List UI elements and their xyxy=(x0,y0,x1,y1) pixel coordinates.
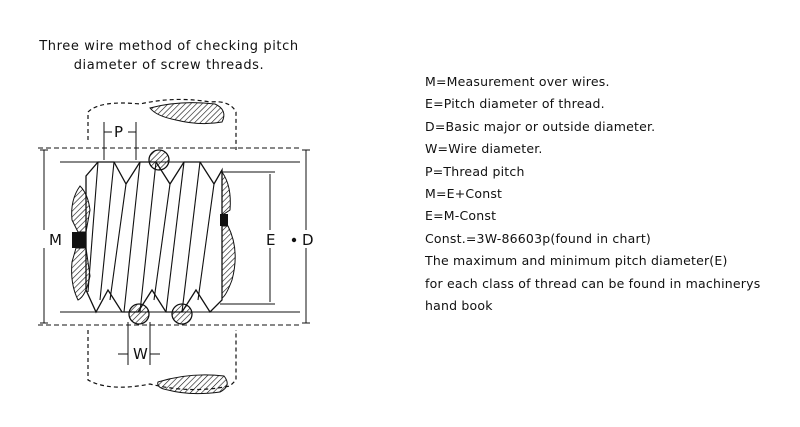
e-label-bg xyxy=(262,230,280,248)
top-wire xyxy=(148,149,170,171)
bottom-wire-left xyxy=(128,303,150,325)
title-line-2: diameter of screw threads. xyxy=(73,58,265,73)
legend-item: E=M-Const xyxy=(425,208,497,224)
legend-item: P=Thread pitch xyxy=(425,163,525,179)
right-section-hatch-lower xyxy=(221,225,236,299)
top-dashed-profile-hatch xyxy=(149,102,225,125)
d-label-bg xyxy=(298,230,316,248)
legend-item: D=Basic major or outside diameter. xyxy=(425,118,656,134)
legend-item: E=Pitch diameter of thread. xyxy=(425,96,605,112)
thread-flanks xyxy=(87,161,215,313)
left-section-hatch-lower xyxy=(71,247,91,301)
d-label: D xyxy=(302,231,314,249)
legend-item: hand book xyxy=(425,298,493,314)
w-label: W xyxy=(133,345,148,363)
top-dashed-profile xyxy=(87,98,237,150)
right-section-hatch xyxy=(221,170,231,215)
centre-dot xyxy=(291,237,297,243)
m-label-bg xyxy=(38,230,56,248)
p-label: P xyxy=(114,123,123,141)
legend-item: M=E+Const xyxy=(425,186,503,202)
legend-list: M=Measurement over wires. E=Pitch diamet… xyxy=(425,71,795,317)
m-label: M xyxy=(49,231,62,249)
right-wire-contact xyxy=(220,214,228,226)
bottom-wire-right xyxy=(171,303,193,325)
legend-item: The maximum and minimum pitch diameter(E… xyxy=(425,253,728,269)
legend-item: M=Measurement over wires. xyxy=(425,74,610,89)
legend-item: Const.=3W-86603p(found in chart) xyxy=(425,230,651,246)
diagram-title: Three wire method of checking pitch diam… xyxy=(24,37,314,75)
legend-item: W=Wire diameter. xyxy=(425,141,543,157)
e-label: E xyxy=(266,231,275,249)
bottom-dashed-profile-hatch xyxy=(157,374,228,395)
left-wire-contact xyxy=(72,232,86,248)
legend-item: for each class of thread can be found in… xyxy=(425,275,761,291)
title-line-1: Three wire method of checking pitch xyxy=(39,39,299,54)
